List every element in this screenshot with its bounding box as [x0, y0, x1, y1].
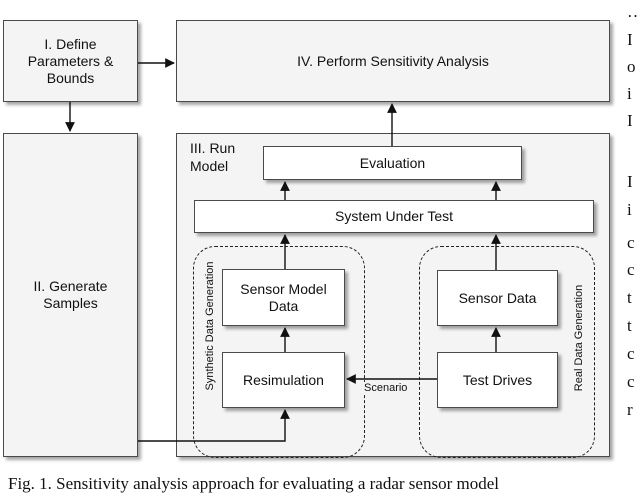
right-text-0: …: [627, 2, 640, 22]
generate-samples-box: II. Generate Samples: [3, 133, 138, 457]
right-text-6: I: [627, 172, 633, 191]
synthetic-data-generation-group: [193, 246, 365, 458]
figure-caption: Fig. 1. Sensitivity analysis approach fo…: [8, 474, 499, 493]
define-parameters-box: I. Define Parameters & Bounds: [3, 20, 138, 102]
evaluation-box: Evaluation: [263, 146, 522, 180]
test-drives-box: Test Drives: [437, 352, 558, 408]
right-text-13: c: [627, 372, 635, 391]
run-model-label: III. Run Model: [190, 140, 236, 174]
sensor-model-data-box: Sensor Model Data: [222, 269, 345, 326]
right-text-4: I: [627, 111, 633, 130]
sensor-data-box: Sensor Data: [437, 270, 558, 326]
right-text-9: c: [627, 260, 635, 279]
right-text-12: c: [627, 344, 635, 363]
right-text-11: t: [627, 316, 632, 335]
scenario-label: Scenario: [363, 382, 409, 394]
system-under-test-box: System Under Test: [194, 200, 594, 233]
arrow-generate-to-resimulation: [138, 409, 290, 442]
right-text-14: r: [627, 400, 633, 419]
right-text-2: o: [627, 57, 636, 76]
right-text-8: c: [627, 233, 635, 252]
right-text-3: i: [627, 84, 632, 103]
sensitivity-analysis-box: IV. Perform Sensitivity Analysis: [176, 20, 610, 102]
right-text-7: i: [627, 200, 632, 219]
right-text-10: t: [627, 288, 632, 307]
resimulation-box: Resimulation: [222, 352, 345, 408]
right-text-1: I: [627, 30, 633, 49]
real-data-generation-group: [419, 246, 595, 458]
